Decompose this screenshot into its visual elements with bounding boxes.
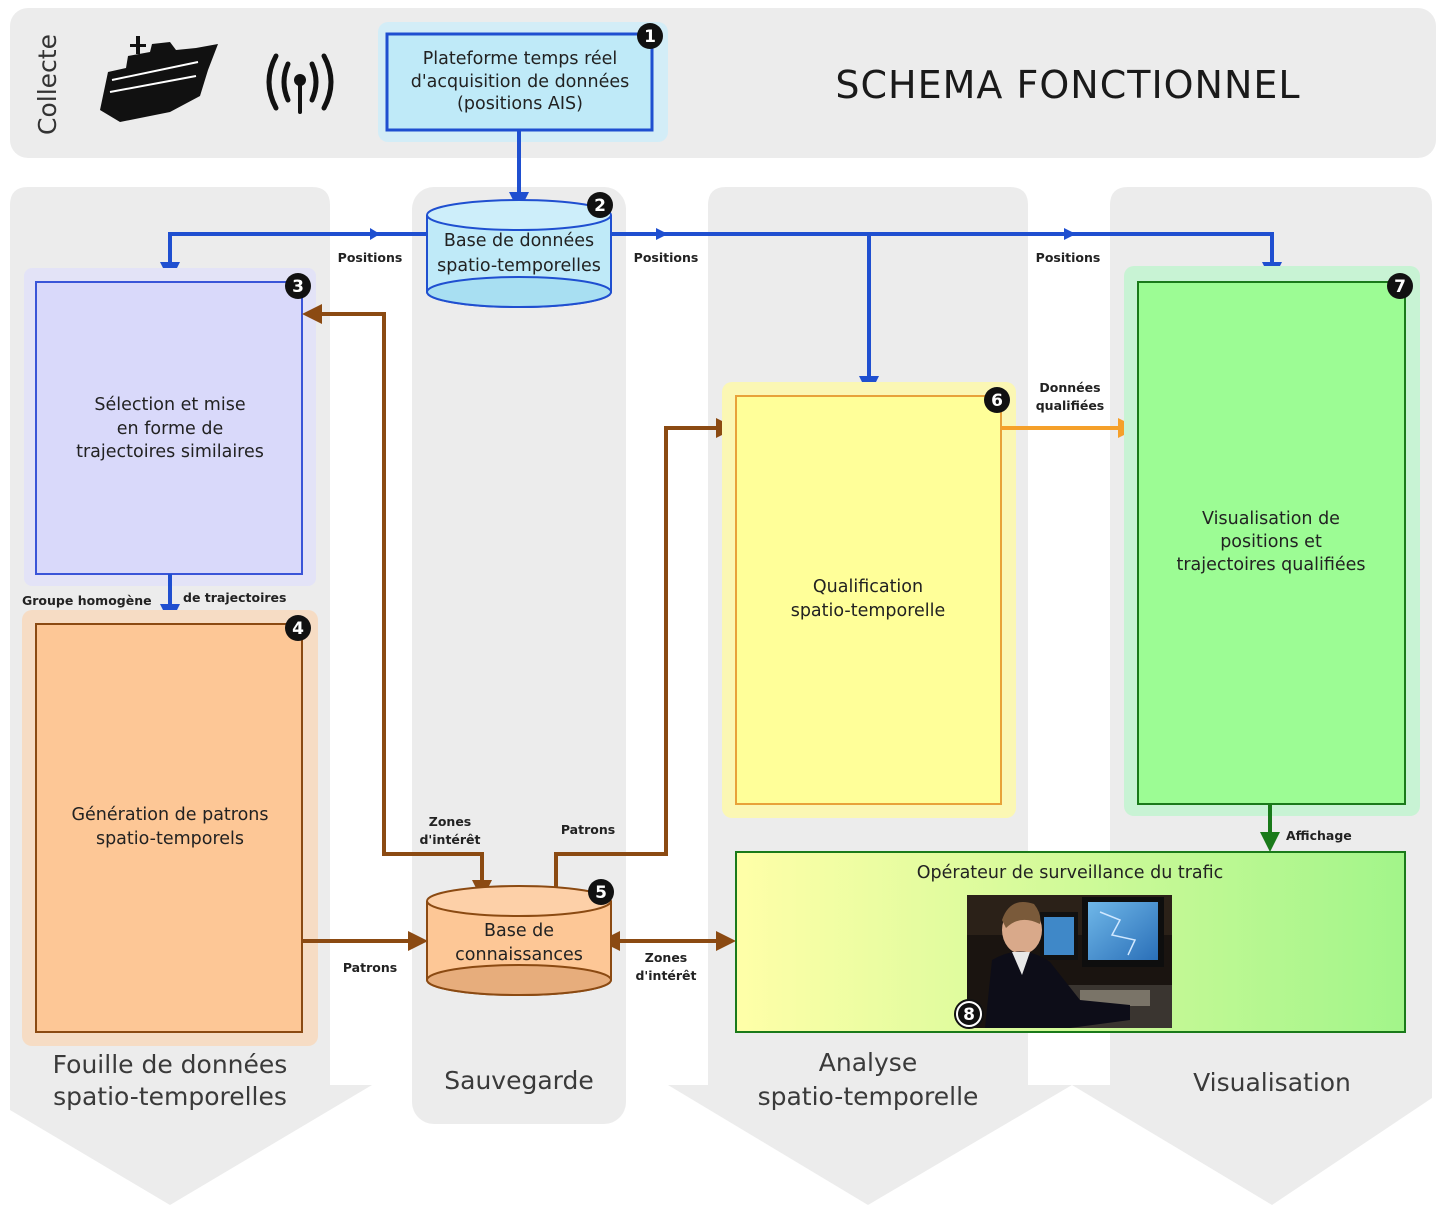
qualification-line1: Qualification [813,577,923,597]
knowledge-line2: connaissances [455,945,583,965]
lane-title-visualisation: Visualisation [1193,1068,1351,1097]
label-donnees-2: qualifiées [1036,398,1105,413]
selection-line2: en forme de [117,419,223,439]
label-zones-bottom-2: d'intérêt [635,968,696,983]
db-line1: Base de données [444,231,594,251]
generation-line2: spatio-temporels [96,829,244,849]
badge-6: 6 [984,387,1010,413]
lane-title-sauvegarde: Sauvegarde [444,1066,594,1095]
badge-4: 4 [285,615,311,641]
lane-title-analyse-2: spatio-temporelle [758,1082,979,1111]
selection-line3: trajectoires similaires [76,442,264,462]
visualisation-line3: trajectoires qualifiées [1176,555,1365,575]
badge-2: 2 [587,192,613,218]
label-patrons-bottom: Patrons [343,960,397,975]
svg-text:6: 6 [991,391,1003,411]
generation-box [35,623,303,1033]
visualisation-line2: positions et [1220,532,1322,552]
lane-title-fouille-1: Fouille de données [53,1050,288,1079]
label-positions-right: Positions [1036,250,1101,265]
ship-icon [100,36,218,122]
badge-5: 5 [588,879,614,905]
arrowhead-left-mid [370,228,380,240]
label-groupe-right: de trajectoires [183,590,286,605]
db-line2: spatio-temporelles [437,256,601,276]
badge-1: 1 [637,23,663,49]
lane-title-fouille-2: spatio-temporelles [53,1082,287,1111]
db-spatio-temporelles [426,199,612,308]
label-patrons-top: Patrons [561,822,615,837]
platform-line1: Plateforme temps réel [423,49,618,69]
collecte-label: Collecte [33,34,62,135]
arrow-patrons-to-qualification [554,418,736,888]
qualification-box [735,395,1002,805]
label-positions-mid: Positions [634,250,699,265]
visualisation-box [1137,281,1406,805]
knowledge-base [426,885,612,996]
operator-photo [967,895,1172,1028]
badge-3: 3 [285,273,311,299]
svg-text:8: 8 [963,1005,975,1025]
svg-text:7: 7 [1394,277,1406,297]
qualification-line2: spatio-temporelle [791,601,946,621]
platform-box [385,32,654,132]
label-donnees-1: Données [1039,380,1100,395]
label-groupe-left: Groupe homogène [22,593,152,608]
visualisation-line1: Visualisation de [1202,509,1340,529]
page-title: SCHEMA FONCTIONNEL [835,63,1300,107]
collecte-band [10,8,1436,158]
arrowhead-mid-b [1064,228,1076,240]
knowledge-line1: Base de [484,921,554,941]
svg-text:1: 1 [644,27,656,47]
arrowhead-mid-a [656,228,668,240]
svg-text:5: 5 [595,883,607,903]
label-positions-left: Positions [338,250,403,265]
lane-title-analyse-1: Analyse [819,1048,917,1077]
operator-title: Opérateur de surveillance du trafic [917,863,1224,883]
platform-line2: d'acquisition de données [411,72,629,92]
platform-line3: (positions AIS) [457,94,583,114]
generation-line1: Génération de patrons [71,805,268,825]
badge-8: 8 [954,999,984,1029]
arrow-positions-left [160,232,427,282]
arrow-positions-right [611,232,1282,282]
svg-text:4: 4 [292,619,304,639]
label-zones-top-1: Zones [429,814,471,829]
selection-line1: Sélection et mise [94,395,245,415]
badge-7: 7 [1387,273,1413,299]
arrow-zones-interet-to-selection [302,304,492,900]
label-affichage: Affichage [1286,828,1352,843]
svg-text:3: 3 [292,277,304,297]
antenna-icon [266,53,334,114]
svg-text:2: 2 [594,196,606,216]
label-zones-bottom-1: Zones [645,950,687,965]
label-zones-top-2: d'intérêt [419,832,480,847]
